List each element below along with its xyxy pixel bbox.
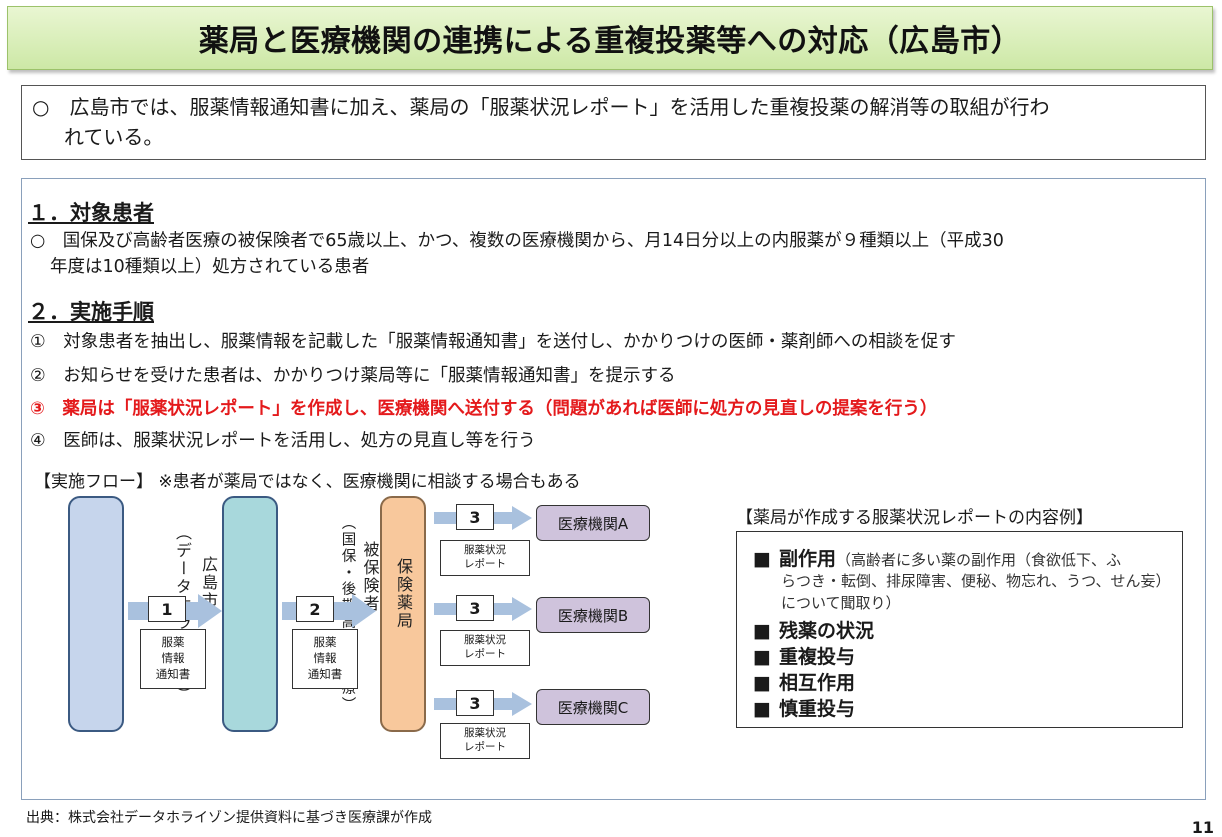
node-hiroshima-city: 広島市 （データホライゾン） bbox=[68, 496, 218, 732]
report-item-note-cont: らつき・転倒、排尿障害、便秘、物忘れ、うつ、せん妄） bbox=[781, 572, 1171, 590]
intro-box: ○ 広島市では、服薬情報通知書に加え、薬局の「服薬状況レポート」を活用した重複投… bbox=[21, 85, 1206, 160]
bullet-icon: ■ bbox=[753, 620, 771, 642]
report-item: ■ 慎重投与 bbox=[753, 694, 855, 721]
step-3-badge: 3 bbox=[456, 690, 494, 716]
section1-line-1: ○ 国保及び高齢者医療の被保険者で65歳以上、かつ、複数の医療機関から、月14日… bbox=[30, 231, 1004, 251]
bullet-icon: ■ bbox=[753, 548, 771, 570]
document-report-a: 服薬状況 レポート bbox=[440, 540, 530, 576]
report-item-title: 相互作用 bbox=[779, 672, 856, 694]
step-item: ④ 医師は、服薬状況レポートを活用し、処方の見直し等を行う bbox=[30, 431, 536, 451]
bullet-icon: ■ bbox=[753, 646, 771, 668]
doc-text: レポート bbox=[464, 741, 506, 753]
doc-text: 通知書 bbox=[307, 667, 343, 681]
document-report-b: 服薬状況 レポート bbox=[440, 630, 530, 666]
report-item-note: （高齢者に多い薬の副作用（食欲低下、ふ bbox=[836, 551, 1122, 569]
node-pharmacy: 保険薬局 bbox=[380, 496, 426, 732]
step-3-badge: 3 bbox=[456, 504, 494, 530]
doc-text: 通知書 bbox=[155, 667, 191, 681]
step-item-highlighted: ③ 薬局は「服薬状況レポート」を作成し、医療機関へ送付する（問題があれば医師に処… bbox=[30, 399, 938, 419]
node-insured-label: 被保険者 bbox=[360, 541, 380, 613]
source-footnote: 出典：株式会社データホライゾン提供資料に基づき医療課が作成 bbox=[26, 810, 432, 826]
doc-text: 服薬 bbox=[161, 635, 185, 649]
document-notice-2: 服薬 情報 通知書 bbox=[292, 629, 358, 689]
doc-text: 服薬 bbox=[313, 635, 337, 649]
flow-label: 【実施フロー】 ※患者が薬局ではなく、医療機関に相談する場合もある bbox=[34, 472, 581, 492]
doc-text: レポート bbox=[464, 558, 506, 570]
page-number: 11 bbox=[1191, 818, 1214, 837]
step-item: ① 対象患者を抽出し、服薬情報を記載した「服薬情報通知書」を送付し、かかりつけの… bbox=[30, 332, 956, 352]
doc-text: 服薬状況 bbox=[464, 727, 506, 739]
step-1-badge: 1 bbox=[148, 596, 186, 622]
doc-text: レポート bbox=[464, 648, 506, 660]
report-item: ■ 副作用（高齢者に多い薬の副作用（食欲低下、ふ bbox=[753, 544, 1121, 571]
node-hiroshima-label: 広島市 bbox=[199, 556, 218, 610]
report-item: ■ 重複投与 bbox=[753, 642, 855, 669]
document-notice-1: 服薬 情報 通知書 bbox=[140, 629, 206, 689]
doc-text: 服薬状況 bbox=[464, 634, 506, 646]
hospital-c: 医療機関C bbox=[536, 689, 650, 725]
section2-heading: ２．実施手順 bbox=[28, 300, 154, 324]
report-item: ■ 相互作用 bbox=[753, 668, 855, 695]
report-item-note-cont: について聞取り） bbox=[781, 594, 901, 612]
node-insured: 被保険者 （国保・後期高齢者医療） bbox=[222, 496, 380, 732]
bullet-icon: ■ bbox=[753, 698, 771, 720]
section1-line-2: 年度は10種類以上）処方されている患者 bbox=[50, 257, 370, 277]
doc-text: 情報 bbox=[161, 651, 185, 665]
step-3-badge: 3 bbox=[456, 595, 494, 621]
step-item: ② お知らせを受けた患者は、かかりつけ薬局等に「服薬情報通知書」を提示する bbox=[30, 366, 676, 386]
doc-text: 情報 bbox=[313, 651, 337, 665]
report-content-box: ■ 副作用（高齢者に多い薬の副作用（食欲低下、ふ らつき・転倒、排尿障害、便秘、物… bbox=[736, 531, 1183, 728]
report-item-title: 重複投与 bbox=[779, 646, 856, 668]
page-title: 薬局と医療機関の連携による重複投薬等への対応（広島市） bbox=[198, 24, 1022, 59]
doc-text: 服薬状況 bbox=[464, 544, 506, 556]
document-report-c: 服薬状況 レポート bbox=[440, 723, 530, 759]
intro-line-1: ○ 広島市では、服薬情報通知書に加え、薬局の「服薬状況レポート」を活用した重複投… bbox=[32, 95, 1050, 119]
hospital-b: 医療機関B bbox=[536, 597, 650, 633]
report-item-title: 慎重投与 bbox=[779, 698, 856, 720]
report-item-title: 残薬の状況 bbox=[779, 620, 875, 642]
report-item: ■ 残薬の状況 bbox=[753, 616, 874, 643]
hospital-a: 医療機関A bbox=[536, 505, 650, 541]
step-2-badge: 2 bbox=[296, 596, 334, 622]
title-banner: 薬局と医療機関の連携による重複投薬等への対応（広島市） bbox=[7, 6, 1213, 70]
report-label: 【薬局が作成する服薬状況レポートの内容例】 bbox=[736, 508, 1093, 528]
intro-line-2: れている。 bbox=[64, 125, 164, 149]
bullet-icon: ■ bbox=[753, 672, 771, 694]
report-item-title: 副作用 bbox=[779, 548, 837, 570]
node-pharmacy-label: 保険薬局 bbox=[394, 558, 413, 630]
section1-heading: １．対象患者 bbox=[28, 201, 154, 225]
